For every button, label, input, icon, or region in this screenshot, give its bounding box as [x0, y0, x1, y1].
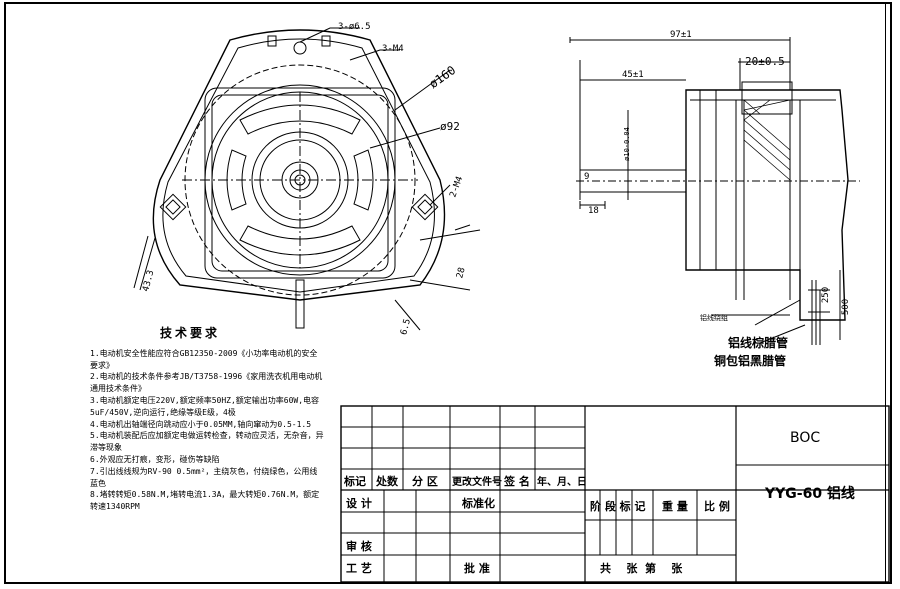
- tech-item: 5.电动机装配后应加额定电做运转检查，转动应灵活，无杂音，异滞等现象: [90, 431, 324, 453]
- tech-item: 3.电动机额定电压220V,额定频率50HZ,额定输出功率60W,电容5uF/4…: [90, 395, 320, 417]
- tb-scale: 比 例: [704, 500, 730, 513]
- label-9: 9: [584, 172, 590, 182]
- tech-item: 8.堵转转矩0.58N.M,堵转电流1.3A，最大转矩0.76N.M，额定转速1…: [90, 490, 320, 512]
- tb-check: 审 核: [346, 540, 372, 553]
- tech-title: 技术要求: [160, 326, 221, 340]
- tb-stage-mark: 阶 段 标 记: [590, 500, 646, 513]
- label-20: 20±0.5: [745, 55, 785, 68]
- tb-weight: 重 量: [662, 500, 688, 513]
- side-view: [569, 37, 860, 345]
- tb-approve: 批 准: [464, 562, 490, 575]
- tb-mark: 标记: [344, 475, 366, 488]
- label-lead-small: 铝线绕组: [700, 314, 728, 322]
- label-45: 45±1: [622, 70, 644, 80]
- tb-standard: 标准化: [462, 497, 495, 510]
- tech-item: 4.电动机出轴端径向跳动应小于0.05MM,轴向窜动为0.5-1.5: [90, 419, 312, 429]
- tech-item: 1.电动机安全性能应符合GB12350-2009《小功率电动机的安全要求》: [90, 348, 318, 370]
- model-name: YYG-60 铝线: [765, 486, 855, 502]
- company-name: BOC: [790, 430, 821, 446]
- label-250: 250: [821, 286, 832, 304]
- label-dia-92: ø92: [440, 120, 460, 133]
- label-18: 18: [588, 206, 599, 216]
- tech-item: 6.外观应无打痕，变形，碰伤等缺陷: [90, 454, 220, 464]
- technical-requirements: 技术要求 1.电动机安全性能应符合GB12350-2009《小功率电动机的安全要…: [90, 327, 325, 513]
- label-97: 97±1: [670, 30, 692, 40]
- tb-count: 处数: [376, 475, 398, 488]
- callout-al-brown-sleeve: 铝线棕腊管: [728, 336, 789, 350]
- label-500: 500: [841, 298, 852, 316]
- drawing-frame: [4, 2, 892, 584]
- tech-item: 2.电动机的技术条件参考JB/T3758-1996《家用洗衣机用电动机通用技术条…: [90, 372, 323, 394]
- title-block-grid: [340, 405, 890, 583]
- tb-process: 工 艺: [346, 562, 372, 575]
- label-dia-10: ø10-0.04: [622, 127, 631, 161]
- front-view: [133, 27, 481, 331]
- tb-sheets: 共 张 第 张: [600, 562, 683, 575]
- tb-zone: 分 区: [412, 475, 438, 488]
- tb-date: 年、月、日: [537, 477, 587, 488]
- callout-cca-black-sleeve: 铜包铝黑腊管: [714, 354, 787, 368]
- tb-sign: 签 名: [504, 475, 530, 488]
- label-3-m4: 3-M4: [382, 44, 404, 54]
- label-holes-3-d6-5: 3-ø6.5: [338, 22, 371, 32]
- tb-change-doc: 更改文件号: [452, 477, 502, 488]
- tb-design: 设 计: [346, 497, 372, 510]
- tech-item: 7.引出线线规为RV-90 0.5mm²，主绕灰色，付绕绿色，公用线蓝色: [90, 466, 318, 488]
- frame-right-strip: [885, 2, 898, 584]
